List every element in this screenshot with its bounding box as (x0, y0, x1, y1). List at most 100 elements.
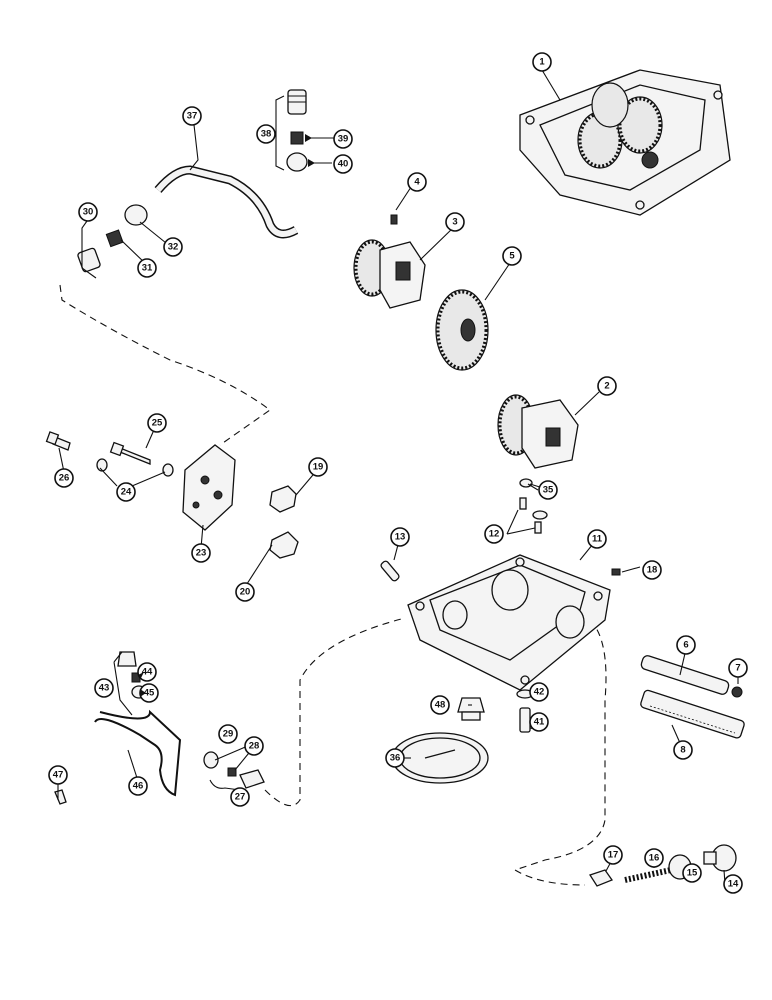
svg-text:26: 26 (59, 473, 70, 484)
svg-text:14: 14 (728, 879, 739, 890)
callout-28: 28 (244, 736, 264, 756)
arrow-39 (305, 134, 312, 142)
housing-drawing (407, 554, 611, 691)
bottom-left-fittings-drawing (54, 651, 182, 805)
svg-text:35: 35 (543, 485, 554, 496)
callout-23: 23 (191, 543, 211, 563)
callout-31: 31 (137, 258, 157, 278)
callout-3: 3 (445, 212, 465, 232)
callout-32: 32 (163, 237, 183, 257)
svg-text:7: 7 (735, 663, 740, 674)
bottom-center-parts-drawing (391, 689, 534, 784)
set-screw-drawing (390, 214, 398, 225)
callout-30: 30 (78, 202, 98, 222)
svg-text:47: 47 (53, 770, 64, 781)
svg-text:2: 2 (604, 381, 609, 392)
callout-27: 27 (230, 787, 250, 807)
svg-text:46: 46 (133, 781, 144, 792)
callout-14: 14 (723, 874, 743, 894)
svg-text:23: 23 (196, 548, 207, 559)
svg-text:43: 43 (99, 683, 110, 694)
callout-41: 41 (529, 712, 549, 732)
small-gears-drawing (269, 485, 299, 559)
svg-text:20: 20 (240, 587, 251, 598)
svg-text:36: 36 (390, 753, 401, 764)
arrow-44 (138, 672, 144, 680)
callout-1: 1 (532, 52, 552, 72)
driven-gear-drawing (497, 394, 579, 469)
callout-47: 47 (48, 765, 68, 785)
callout-5: 5 (502, 246, 522, 266)
svg-text:45: 45 (144, 688, 155, 699)
tube-drawing-fill (155, 166, 298, 237)
callout-38: 38 (256, 124, 276, 144)
callout-6: 6 (676, 635, 696, 655)
svg-text:39: 39 (338, 134, 349, 145)
svg-text:48: 48 (435, 700, 446, 711)
pin-drawing (380, 560, 400, 582)
callout-7: 7 (728, 658, 748, 678)
dowel-and-washer-drawing (519, 478, 548, 534)
callout-29: 29 (218, 724, 238, 744)
callout-19: 19 (308, 457, 328, 477)
idler-gear-drawing (435, 289, 489, 371)
callout-26: 26 (54, 468, 74, 488)
drive-gear-drawing (353, 239, 426, 309)
callout-42: 42 (529, 682, 549, 702)
svg-text:30: 30 (83, 207, 94, 218)
svg-text:37: 37 (187, 111, 198, 122)
svg-text:24: 24 (121, 487, 132, 498)
balancer-assembly-drawing (519, 69, 731, 216)
callout-35: 35 (538, 480, 558, 500)
svg-text:32: 32 (168, 242, 179, 253)
callout-16: 16 (644, 848, 664, 868)
route-line-top (59, 284, 271, 446)
cover-drawing (182, 444, 236, 531)
svg-text:16: 16 (649, 853, 660, 864)
arrow-40 (308, 159, 315, 167)
callout-46: 46 (128, 776, 148, 796)
svg-text:11: 11 (592, 534, 603, 545)
svg-text:44: 44 (142, 667, 153, 678)
connector-b-drawing (286, 89, 308, 172)
callout-8: 8 (673, 740, 693, 760)
callout-18: 18 (642, 560, 662, 580)
callout-4: 4 (407, 172, 427, 192)
svg-text:4: 4 (414, 177, 420, 188)
callout-15: 15 (682, 863, 702, 883)
svg-text:27: 27 (235, 792, 246, 803)
svg-text:15: 15 (687, 868, 698, 879)
route-line-bottom (264, 617, 406, 807)
callout-48: 48 (430, 695, 450, 715)
svg-text:6: 6 (683, 640, 688, 651)
callout-2: 2 (597, 376, 617, 396)
callout-12: 12 (484, 524, 504, 544)
svg-text:31: 31 (142, 263, 153, 274)
callout-44: 44 (137, 662, 157, 682)
set-screw-small-drawing (611, 568, 621, 576)
callout-25: 25 (147, 413, 167, 433)
callout-40: 40 (333, 154, 353, 174)
route-line-right (513, 619, 607, 886)
svg-text:29: 29 (223, 729, 234, 740)
svg-text:42: 42 (534, 687, 545, 698)
svg-text:28: 28 (249, 741, 260, 752)
callout-37: 37 (182, 106, 202, 126)
svg-text:8: 8 (680, 745, 685, 756)
callout-24: 24 (116, 482, 136, 502)
callout-43: 43 (94, 678, 114, 698)
callout-36: 36 (385, 748, 405, 768)
callout-17: 17 (603, 845, 623, 865)
svg-text:3: 3 (452, 217, 457, 228)
callout-39: 39 (333, 129, 353, 149)
callout-13: 13 (390, 527, 410, 547)
callout-45: 45 (139, 683, 159, 703)
connector-drawing (77, 204, 148, 273)
svg-text:40: 40 (338, 159, 349, 170)
svg-text:19: 19 (313, 462, 324, 473)
arrow-45 (140, 689, 146, 697)
svg-text:18: 18 (647, 565, 658, 576)
svg-text:1: 1 (539, 57, 545, 68)
